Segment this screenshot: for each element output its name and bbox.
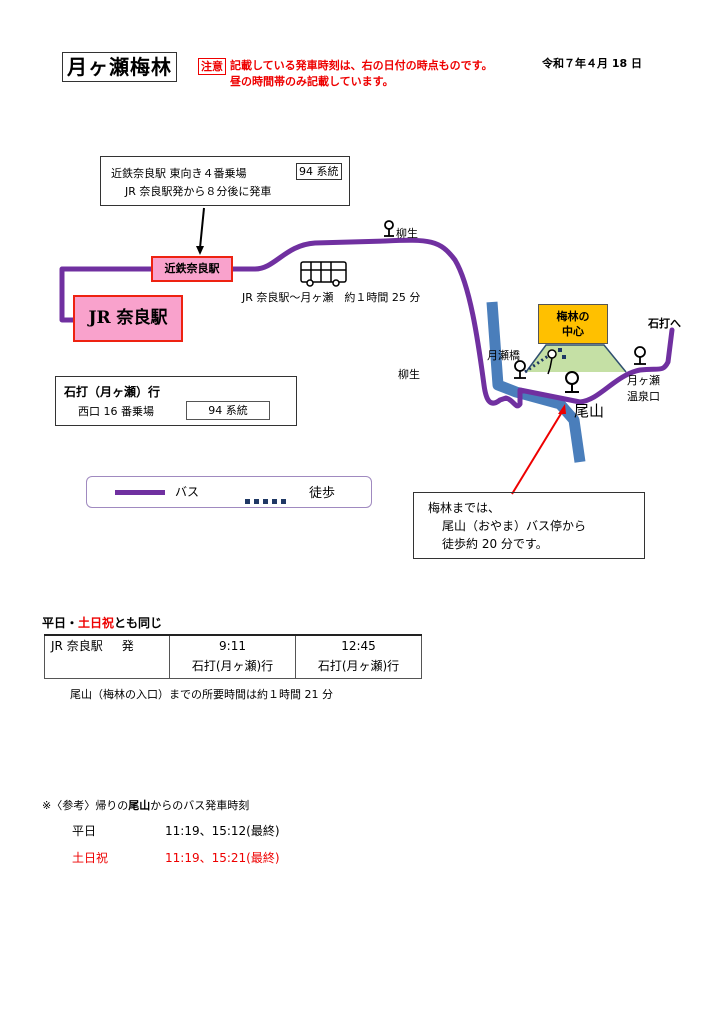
bus-icon bbox=[300, 261, 347, 287]
return-heading: ※〈参考〉帰りの尾山からのバス発車時刻 bbox=[42, 797, 249, 813]
route-system-badge: 94 系統 bbox=[296, 163, 342, 180]
return-holiday-times: 11:19、15:21(最終) bbox=[165, 851, 280, 865]
return-holiday-label: 土日祝 bbox=[72, 851, 109, 865]
departure-time: 12:45 bbox=[341, 639, 376, 653]
hill bbox=[526, 345, 626, 372]
destination-box: 石打（月ヶ瀬）行 西口 16 番乗場 94 系統 bbox=[55, 376, 297, 426]
walk-callout-line-2: 尾山（おやま）バス停から bbox=[442, 519, 587, 533]
travel-time-note: 尾山（梅林の入口）までの所要時間は約１時間 21 分 bbox=[70, 688, 333, 701]
departure-dest: 石打(月ヶ瀬)行 bbox=[317, 659, 400, 673]
heading-prefix: 平日・ bbox=[42, 616, 79, 630]
river bbox=[486, 301, 586, 463]
notice-line-1: 記載している発車時刻は、右の日付の時点ものです。 bbox=[230, 59, 493, 72]
walk-callout: 梅林までは、 尾山（おやま）バス停から 徒歩約 20 分です。 bbox=[413, 492, 645, 559]
stop-label-oyama: 尾山 bbox=[574, 402, 605, 420]
onsen-line-2: 温泉口 bbox=[627, 390, 660, 403]
departure-cell: 9:11 石打(月ヶ瀬)行 bbox=[169, 634, 296, 679]
departure-time: 9:11 bbox=[219, 639, 246, 653]
departure-cell: 12:45 石打(月ヶ瀬)行 bbox=[295, 634, 422, 679]
walk-callout-line-1: 梅林までは、 bbox=[428, 501, 501, 515]
boarding-timing: JR 奈良駅発から８分後に発車 bbox=[125, 185, 272, 198]
timetable-heading: 平日・土日祝とも同じ bbox=[42, 614, 162, 631]
destination-title: 石打（月ヶ瀬）行 bbox=[64, 385, 161, 399]
legend-walk-swatch bbox=[245, 489, 290, 508]
boarding-callout: 近鉄奈良駅 東向き４番乗場 94 系統 JR 奈良駅発から８分後に発車 bbox=[100, 156, 350, 206]
walk-callout-arrow bbox=[511, 411, 563, 495]
destination-platform: 西口 16 番乗場 bbox=[78, 405, 154, 418]
notice-text: 記載している発車時刻は、右の日付の時点ものです。 昼の時間帯のみ記載しています。 bbox=[230, 58, 493, 90]
station-kintetsu-nara: 近鉄奈良駅 bbox=[151, 256, 233, 282]
area-label-yagyu: 柳生 bbox=[398, 368, 420, 381]
legend-walk-label: 徒歩 bbox=[309, 486, 336, 501]
return-weekday-times: 11:19、15:12(最終) bbox=[165, 824, 280, 838]
notice-tag: 注意 bbox=[198, 58, 226, 75]
center-line-2: 中心 bbox=[562, 325, 584, 338]
return-weekday-label: 平日 bbox=[72, 824, 97, 838]
destination-system: 94 系統 bbox=[186, 401, 270, 420]
route-duration: JR 奈良駅～月ヶ瀬 約１時間 25 分 bbox=[242, 291, 421, 304]
center-line-1: 梅林の bbox=[556, 310, 590, 323]
origin-suffix: 発 bbox=[121, 639, 134, 653]
station-jr-nara: JR 奈良駅 bbox=[73, 295, 183, 342]
stop-label-onsen: 月ヶ瀬 温泉口 bbox=[627, 373, 660, 405]
timetable: JR 奈良駅 発 9:11 石打(月ヶ瀬)行 12:45 石打(月ヶ瀬)行 bbox=[44, 634, 422, 679]
return-heading-suffix: からのバス発車時刻 bbox=[150, 799, 250, 812]
notice-line-2: 昼の時間帯のみ記載しています。 bbox=[230, 75, 394, 88]
callout-arrow bbox=[199, 207, 205, 249]
heading-suffix: とも同じ bbox=[114, 616, 163, 630]
origin-cell: JR 奈良駅 発 bbox=[44, 634, 170, 679]
return-heading-prefix: ※〈参考〉帰りの bbox=[42, 799, 129, 812]
direction-ishiuchi: 石打へ bbox=[648, 317, 681, 330]
boarding-platform: 近鉄奈良駅 東向き４番乗場 bbox=[111, 167, 247, 180]
onsen-line-1: 月ヶ瀬 bbox=[627, 374, 660, 387]
walk-callout-line-3: 徒歩約 20 分です。 bbox=[442, 537, 548, 551]
plum-grove-center: 梅林の 中心 bbox=[538, 304, 608, 344]
origin-label: JR 奈良駅 発 bbox=[51, 636, 169, 656]
legend-bus-label: バス bbox=[175, 485, 200, 499]
legend: バス 徒歩 bbox=[86, 476, 372, 508]
legend-bus-swatch bbox=[115, 490, 165, 495]
page-title: 月ヶ瀬梅林 bbox=[62, 52, 177, 82]
stop-label-tsukigase-bridge: 月瀬橋 bbox=[487, 349, 520, 362]
bus-route-line bbox=[59, 237, 675, 409]
table-row: JR 奈良駅 発 9:11 石打(月ヶ瀬)行 12:45 石打(月ヶ瀬)行 bbox=[44, 634, 422, 679]
date: 令和７年４月 18 日 bbox=[542, 57, 642, 70]
bus-stop-icon-onsen bbox=[634, 346, 646, 365]
origin-station: JR 奈良駅 bbox=[51, 639, 103, 653]
departure-dest: 石打(月ヶ瀬)行 bbox=[191, 659, 274, 673]
bus-stop-icon-tsukigase-bridge bbox=[514, 360, 526, 379]
bus-stop-icon-yagyu bbox=[384, 220, 394, 237]
stop-label-yagyu: 柳生 bbox=[396, 227, 418, 240]
heading-holiday: 土日祝 bbox=[78, 616, 115, 630]
bus-stop-icon-oyama bbox=[565, 371, 579, 393]
return-heading-stop: 尾山 bbox=[128, 799, 151, 812]
hiker-icon bbox=[547, 348, 566, 375]
